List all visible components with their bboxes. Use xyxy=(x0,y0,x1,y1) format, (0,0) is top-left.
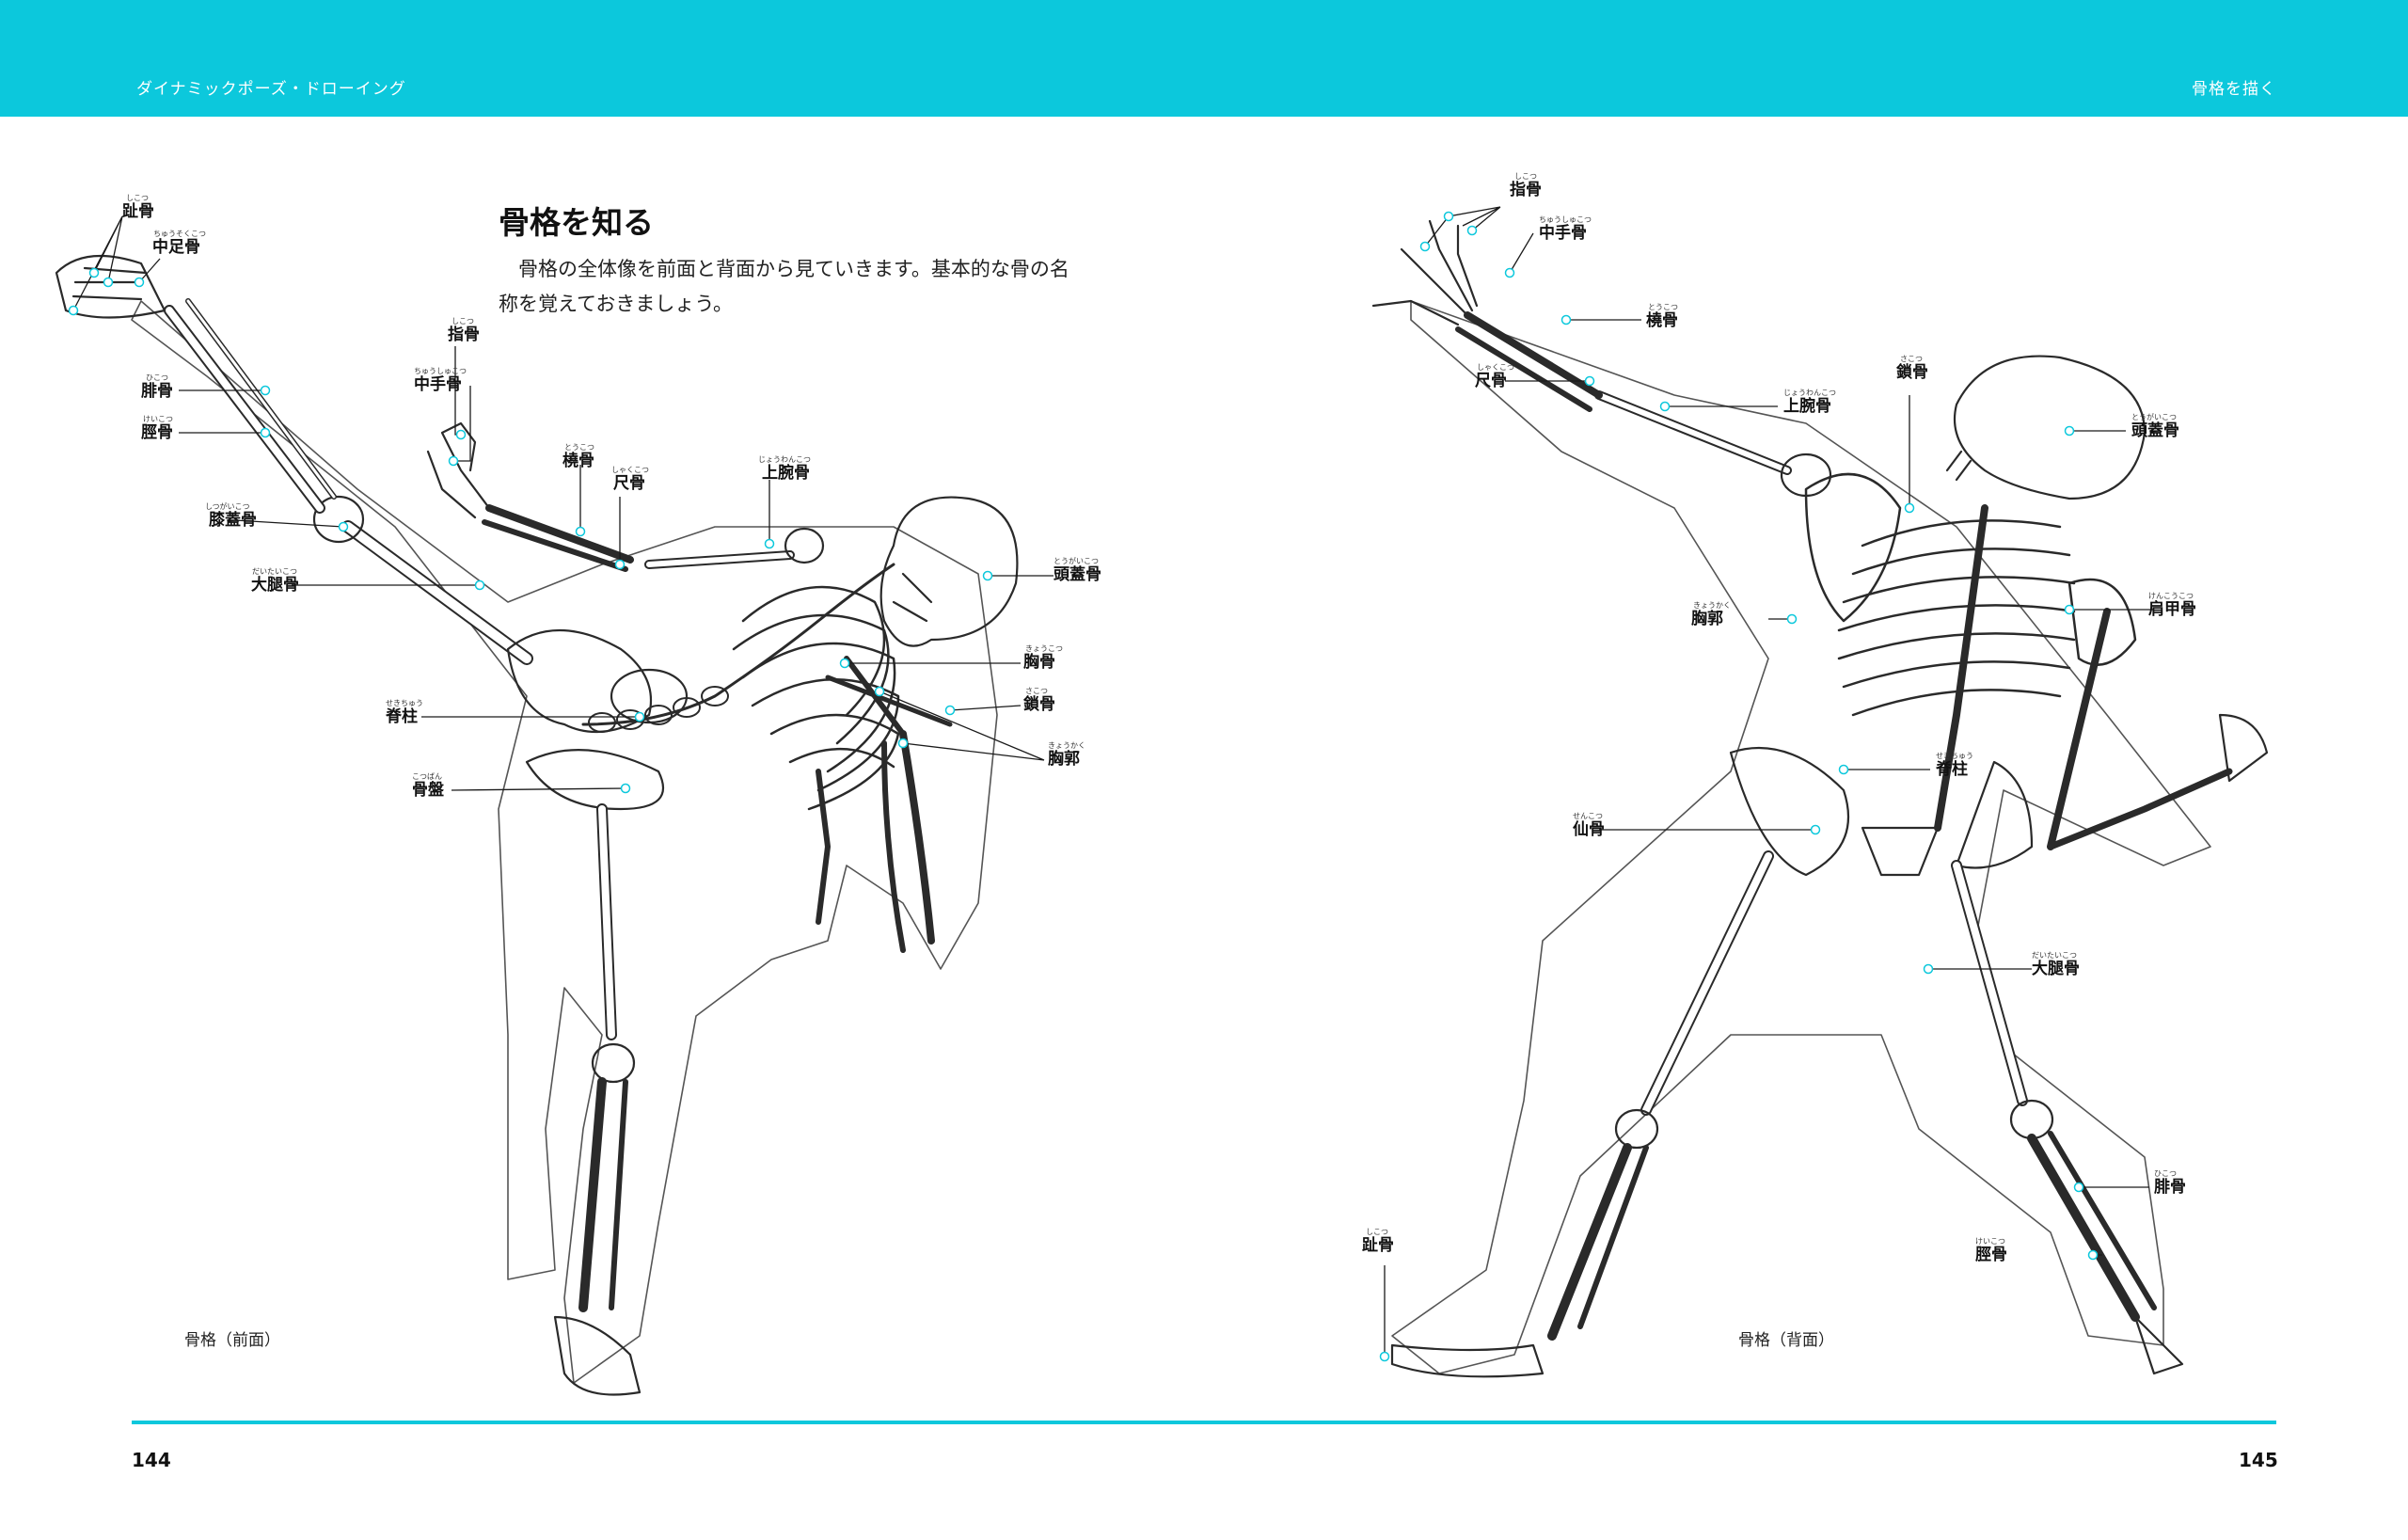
label-shakkotsu: 尺骨 xyxy=(613,474,645,493)
label-r-tokotsu: 橈骨 xyxy=(1646,311,1678,330)
ruby-chushukotsu: ちゅうしゅこつ xyxy=(414,367,467,375)
caption-front: 骨格（前面） xyxy=(184,1331,280,1350)
ruby-kyokaku: きょうかく xyxy=(1048,741,1085,750)
ruby-r-kenkokotsu: けんこうこつ xyxy=(2148,592,2194,600)
ruby-daitaikotsu: だいたいこつ xyxy=(252,567,297,576)
label-r-sekichu: 脊柱 xyxy=(1936,760,1968,779)
label-chusokotsu: 中足骨 xyxy=(152,238,200,257)
ruby-kyokotsu: きょうこつ xyxy=(1025,644,1063,653)
label-tokotsu: 橈骨 xyxy=(562,452,594,470)
label-keikotsu: 脛骨 xyxy=(141,423,173,442)
label-r-shikotsu-hand: 指骨 xyxy=(1510,181,1542,199)
label-r-shikotsu-foot: 趾骨 xyxy=(1362,1236,1394,1255)
running-header-right: 骨格を描く xyxy=(2192,80,2276,99)
label-r-sakotsu: 鎖骨 xyxy=(1896,363,1928,382)
ruby-shikotsu: しこつ xyxy=(126,194,149,202)
label-r-senkotsu: 仙骨 xyxy=(1573,820,1605,839)
ruby-keikotsu: けいこつ xyxy=(143,415,173,423)
ruby-shitsugaikotsu: しつがいこつ xyxy=(205,502,250,511)
ruby-jowankotsu: じょうわんこつ xyxy=(758,455,811,464)
caption-back: 骨格（背面） xyxy=(1738,1331,1834,1350)
ruby-r-daitaikotsu: だいたいこつ xyxy=(2032,951,2077,960)
skeleton-back-illustration xyxy=(1204,0,2408,1540)
label-kyokotsu: 胸骨 xyxy=(1023,653,1055,672)
section-heading: 骨格を知る xyxy=(499,204,654,241)
ruby-r-kyokaku: きょうかく xyxy=(1693,601,1731,610)
ruby-tokotsu: とうこつ xyxy=(564,443,594,452)
label-r-chushukotsu: 中手骨 xyxy=(1539,224,1587,243)
footer-rule xyxy=(132,1421,2276,1424)
label-r-shakkotsu: 尺骨 xyxy=(1475,372,1507,390)
ruby-sekichu: せきちゅう xyxy=(386,699,423,707)
ruby-r-shakkotsu: しゃくこつ xyxy=(1477,363,1514,372)
label-r-jowankotsu: 上腕骨 xyxy=(1783,397,1831,416)
label-sekichu: 脊柱 xyxy=(386,707,418,726)
label-r-keikotsu: 脛骨 xyxy=(1975,1246,2007,1264)
label-jowankotsu: 上腕骨 xyxy=(762,464,810,483)
ruby-r-tokotsu: とうこつ xyxy=(1648,303,1678,311)
label-r-kenkokotsu: 肩甲骨 xyxy=(2148,600,2196,619)
ruby-hikotsu: ひこつ xyxy=(146,373,168,382)
header-bar: ダイナミックポーズ・ドローイング 骨格を描く xyxy=(0,0,2408,117)
ruby-r-chushukotsu: ちゅうしゅこつ xyxy=(1539,215,1592,224)
label-kotsuban: 骨盤 xyxy=(412,781,444,800)
label-daitaikotsu: 大腿骨 xyxy=(251,576,299,595)
ruby-r-keikotsu: けいこつ xyxy=(1975,1237,2005,1246)
ruby-tougaikotsu: とうがいこつ xyxy=(1054,557,1099,565)
page-number-right: 145 xyxy=(2239,1449,2278,1471)
skeleton-front-illustration xyxy=(55,254,1019,1396)
ruby-r-hikotsu: ひこつ xyxy=(2154,1169,2177,1178)
ruby-shakkotsu: しゃくこつ xyxy=(611,466,649,474)
ruby-r-jowankotsu: じょうわんこつ xyxy=(1783,389,1836,397)
label-r-daitaikotsu: 大腿骨 xyxy=(2032,960,2080,978)
label-r-hikotsu: 腓骨 xyxy=(2154,1178,2186,1197)
label-kyokaku: 胸郭 xyxy=(1048,750,1080,769)
label-shikotsu: 趾骨 xyxy=(122,202,154,221)
ruby-r-shikotsu-foot: しこつ xyxy=(1366,1228,1388,1236)
label-shikotsu-hand: 指骨 xyxy=(448,325,480,344)
ruby-r-tougaikotsu: とうがいこつ xyxy=(2131,413,2177,421)
ruby-r-senkotsu: せんこつ xyxy=(1573,812,1603,820)
ruby-r-sekichu: せきちゅう xyxy=(1936,752,1973,760)
label-hikotsu: 腓骨 xyxy=(141,382,173,401)
intro-paragraph: 骨格の全体像を前面と背面から見ていきます。基本的な骨の名称を覚えておきましょう。 xyxy=(499,258,1069,315)
label-tougaikotsu: 頭蓋骨 xyxy=(1054,565,1101,584)
label-shitsugaikotsu: 膝蓋骨 xyxy=(209,511,257,530)
ruby-chusokotsu: ちゅうそくこつ xyxy=(153,230,206,238)
page-number-left: 144 xyxy=(132,1449,171,1471)
ruby-sakotsu: さこつ xyxy=(1025,687,1048,695)
ruby-kotsuban: こつばん xyxy=(412,772,442,781)
label-sakotsu: 鎖骨 xyxy=(1023,695,1055,714)
running-header-left: ダイナミックポーズ・ドローイング xyxy=(136,80,406,99)
label-r-kyokaku: 胸郭 xyxy=(1691,610,1723,628)
ruby-shikotsu-hand: しこつ xyxy=(452,317,474,325)
ruby-r-sakotsu: さこつ xyxy=(1900,355,1923,363)
label-chushukotsu: 中手骨 xyxy=(414,375,462,394)
label-r-tougaikotsu: 頭蓋骨 xyxy=(2131,421,2179,440)
ruby-r-shikotsu-hand: しこつ xyxy=(1514,172,1537,181)
